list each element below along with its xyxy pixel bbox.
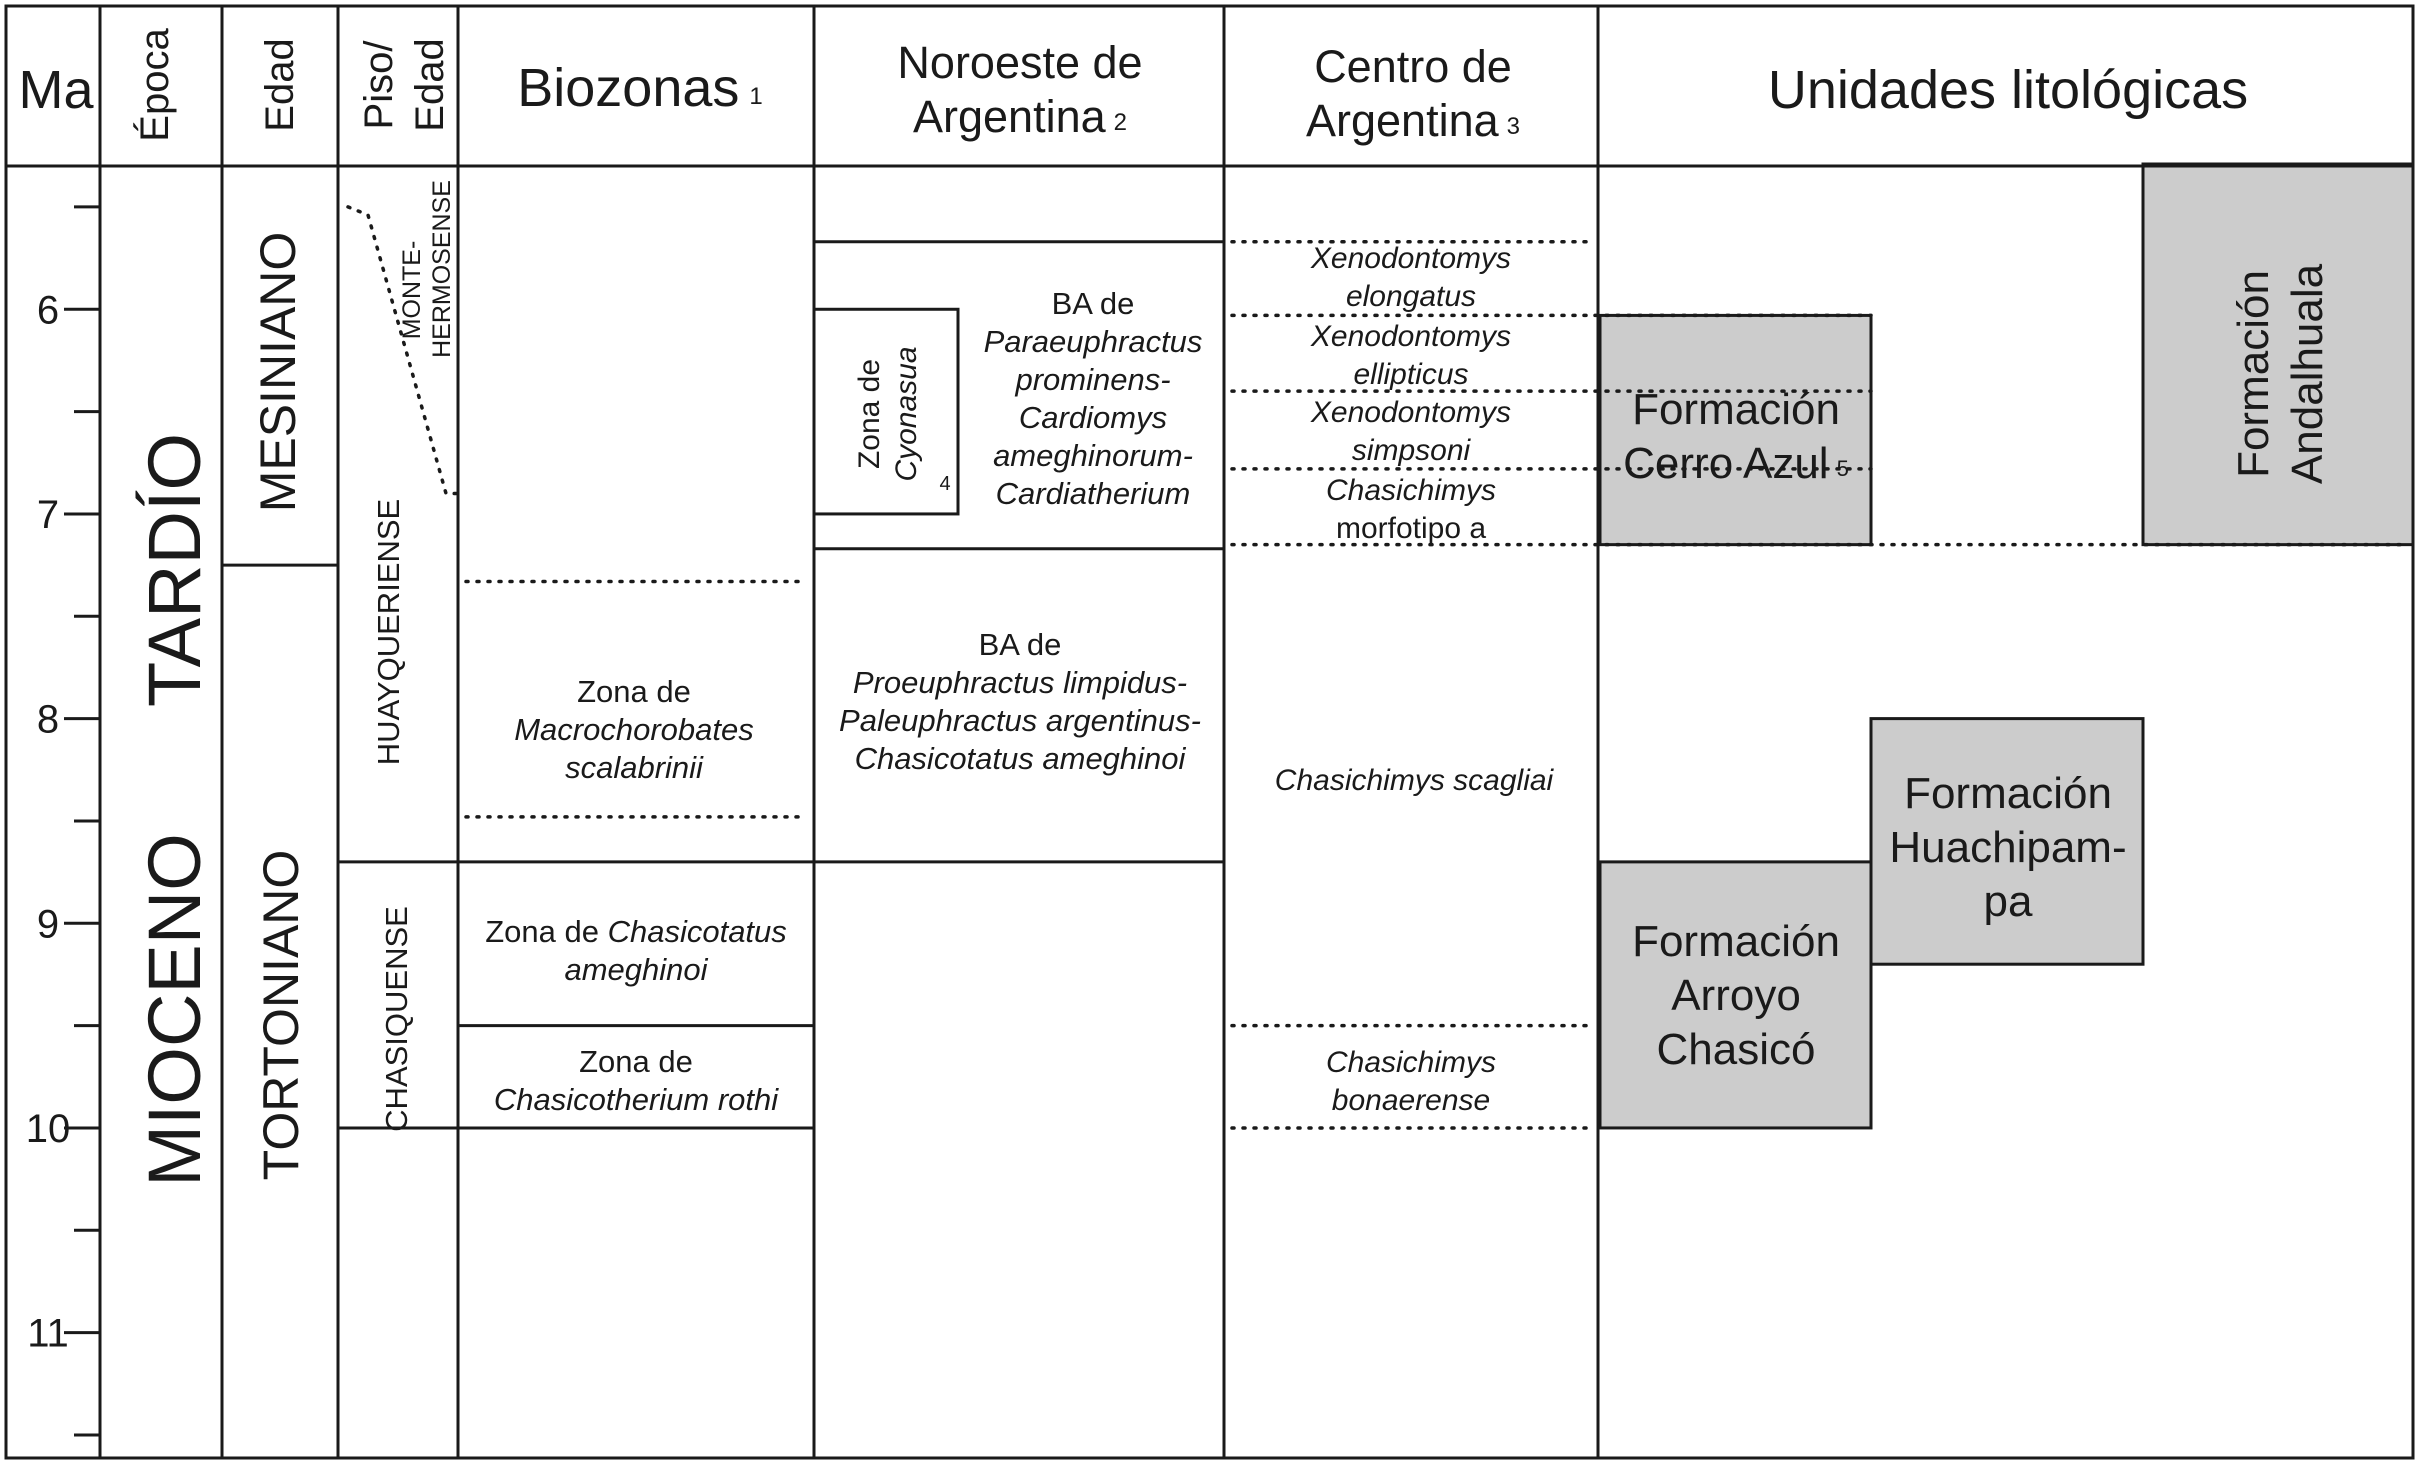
age-mesiniano: MESINIANO	[250, 232, 306, 513]
header-centro-label: Argentina	[1306, 95, 1500, 146]
header-epoca: Época	[132, 28, 177, 142]
axis-label-11: 11	[27, 1312, 69, 1356]
cyonasua-line1: Zona de	[853, 359, 886, 469]
unit-andalhuala-box	[2141, 162, 2415, 547]
unit-andalhuala-line1: Formación	[2229, 270, 2278, 478]
centro-elongatus-line2: elongatus	[1346, 280, 1476, 313]
biozona-macrochorobates-line2: Macrochorobates	[514, 712, 754, 747]
ba-upper-line4: Cardiomys	[1019, 400, 1167, 435]
header-noroeste-note: 2	[1114, 109, 1127, 136]
header-biozonas-note: 1	[749, 83, 762, 110]
unit-huachipampa-box	[1869, 717, 2145, 966]
biozona-chasicotherium-line2: Chasicotherium rothi	[494, 1082, 779, 1117]
unit-cerroazul-note: 5	[1837, 456, 1849, 481]
centro-bonaerense-line2: bonaerense	[1332, 1084, 1490, 1117]
biozona-chasicotatus-prefix: Zona de	[485, 914, 607, 949]
header-unidades: Unidades litológicas	[1768, 60, 2248, 120]
ba-upper-line6: Cardiatherium	[996, 476, 1191, 511]
header-noroeste-line2: Argentina 2	[913, 91, 1127, 142]
ba-upper-line3: prominens-	[1014, 362, 1170, 397]
ba-upper-line5: ameghinorum-	[993, 438, 1193, 473]
centro-bonaerense-line1: Chasichimys	[1326, 1046, 1496, 1079]
biozona-macrochorobates-line1: Zona de	[577, 674, 691, 709]
header-biozonas-label: Biozonas	[517, 58, 739, 118]
unit-huachipampa-line3: pa	[1984, 877, 2033, 926]
table-grid	[4, 4, 2415, 1460]
ba-upper-line2: Paraeuphractus	[984, 324, 1203, 359]
centro-ellipticus-line2: ellipticus	[1353, 358, 1468, 391]
biozona-chasicotatus-line1: Zona de Chasicotatus	[485, 914, 787, 949]
unit-arroyochasico-line3: Chasicó	[1657, 1025, 1816, 1074]
header-biozonas: Biozonas 1	[517, 58, 763, 118]
centro-simpsoni-line1: Xenodontomys	[1310, 396, 1511, 429]
axis-label-9: 9	[37, 902, 59, 946]
axis-label-10: 10	[26, 1107, 71, 1151]
centro-simpsoni-line2: simpsoni	[1352, 434, 1472, 467]
cyonasua-note: 4	[939, 473, 950, 495]
biozona-chasicotatus-genus: Chasicotatus	[608, 914, 787, 949]
centro-morfotipo-line1: Chasichimys	[1326, 474, 1496, 507]
ba-lower-line2: Proeuphractus limpidus-	[853, 665, 1187, 700]
ba-lower-line1: BA de	[979, 627, 1062, 662]
header-ma: Ma	[18, 60, 94, 120]
biozona-chasicotatus-line2: ameghinoi	[564, 952, 708, 987]
stage-montehermosense-boundary	[346, 205, 460, 496]
age-tortoniano: TORTONIANO	[253, 850, 309, 1181]
header-noroeste-line1: Noroeste de	[897, 37, 1142, 88]
unit-huachipampa-line1: Formación	[1904, 769, 2112, 818]
unit-cerroazul-line1: Formación	[1632, 385, 1840, 434]
header-piso-line2: Edad	[408, 38, 452, 131]
axis-label-7: 7	[37, 493, 59, 537]
stage-chasiquense: CHASIQUENSE	[379, 906, 414, 1132]
biozona-chasicotherium-line1: Zona de	[579, 1044, 693, 1079]
centro-ellipticus-line1: Xenodontomys	[1310, 320, 1511, 353]
ba-lower-line4: Chasicotatus ameghinoi	[855, 741, 1187, 776]
header-edad: Edad	[258, 38, 302, 131]
stage-huayqueriense: HUAYQUERIENSE	[371, 499, 406, 765]
stage-montehermosense-line1: MONTE-	[398, 241, 426, 340]
stage-montehermosense-line2: HERMOSENSE	[428, 180, 456, 358]
centro-scagliai: Chasichimys scagliai	[1275, 764, 1555, 797]
centro-morfotipo-line2: morfotipo a	[1336, 512, 1486, 545]
epoch-tardio: TARDÍO	[133, 433, 216, 707]
axis-label-8: 8	[37, 698, 59, 742]
ba-lower-line3: Paleuphractus argentinus-	[839, 703, 1201, 738]
unit-huachipampa-line2: Huachipam-	[1889, 823, 2126, 872]
header-noroeste-label: Argentina	[913, 91, 1107, 142]
header-centro-line1: Centro de	[1314, 41, 1512, 92]
outer-frame	[4, 4, 2415, 1460]
ba-upper-line1: BA de	[1052, 286, 1135, 321]
lithology-fills	[1598, 162, 2415, 1130]
header-piso-line1: Piso/	[357, 40, 401, 130]
header-centro-line2: Argentina 3	[1306, 95, 1520, 146]
epoch-mioceno: MIOCENO	[133, 833, 216, 1187]
unit-arroyochasico-box	[1598, 860, 1873, 1130]
unit-andalhuala-line2: Andalhuala	[2283, 263, 2332, 484]
axis-label-6: 6	[37, 288, 59, 332]
centro-elongatus-line1: Xenodontomys	[1310, 242, 1511, 275]
biozona-macrochorobates-line3: scalabrinii	[565, 750, 704, 785]
cyonasua-box	[812, 307, 960, 516]
header-centro-note: 3	[1507, 113, 1520, 140]
unit-cerroazul-name: Cerro Azul	[1623, 439, 1828, 488]
cyonasua-line2: Cyonasua	[890, 346, 923, 481]
unit-cerroazul-line2: Cerro Azul 5	[1623, 439, 1849, 488]
time-axis: 6 7 8 9 10 11	[26, 205, 100, 1437]
unit-cerroazul-box	[1598, 313, 1873, 547]
unit-arroyochasico-line1: Formación	[1632, 917, 1840, 966]
unit-arroyochasico-line2: Arroyo	[1671, 971, 1801, 1020]
